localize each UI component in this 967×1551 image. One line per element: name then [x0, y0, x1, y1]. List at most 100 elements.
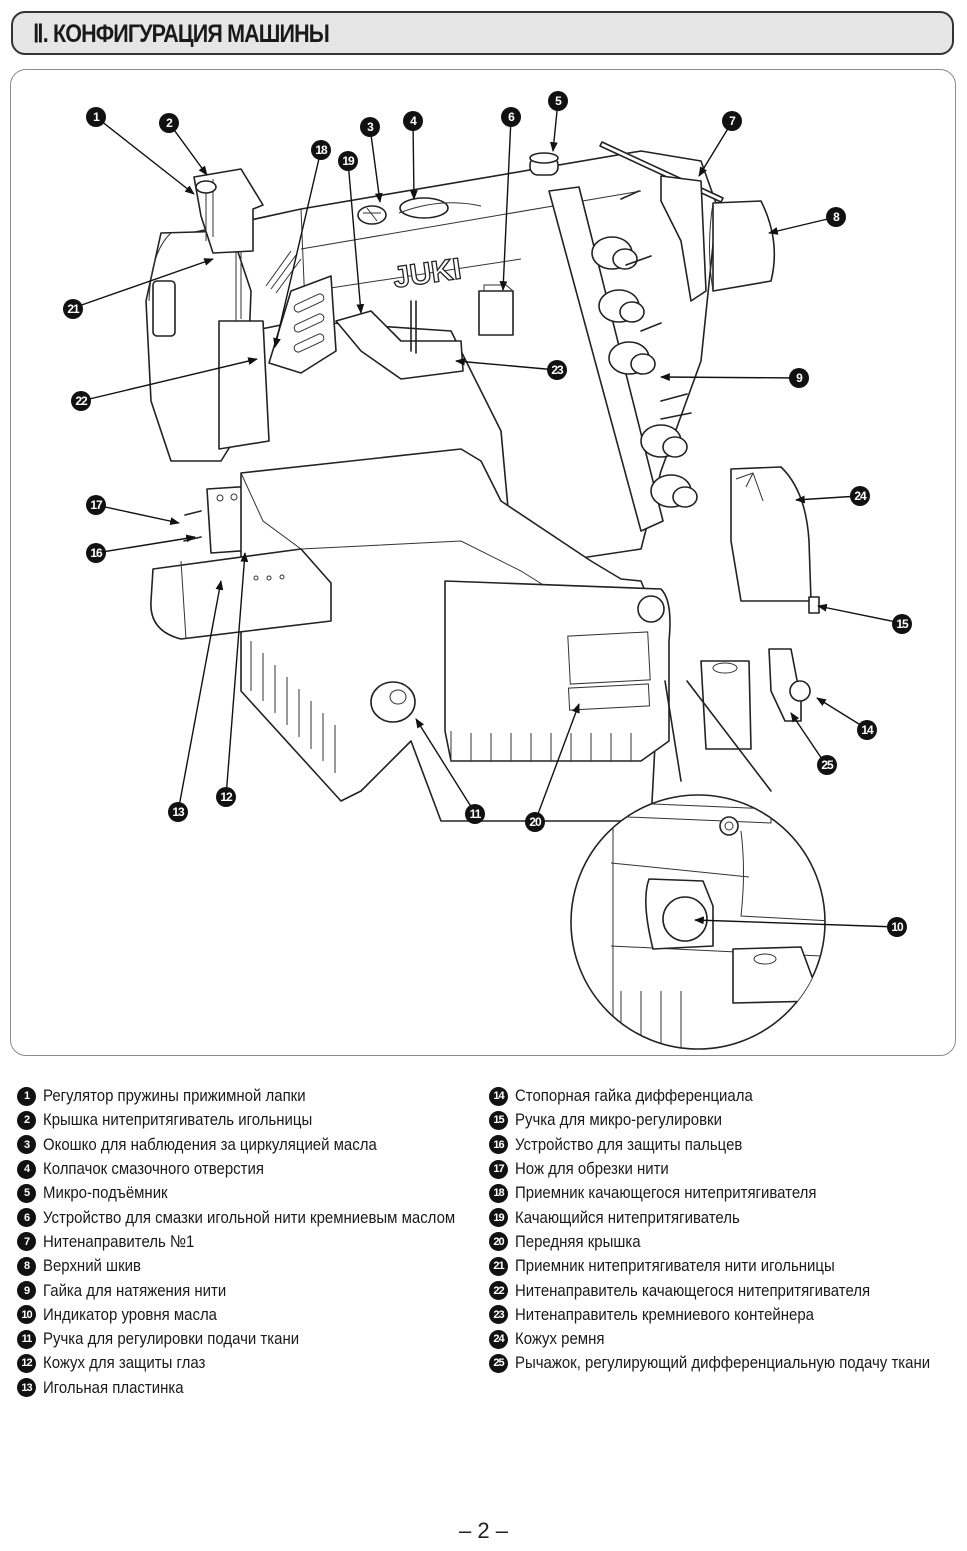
number-badge: 18: [489, 1183, 508, 1203]
callout-23: 23: [547, 360, 567, 380]
callout-10: 10: [887, 917, 907, 937]
callout-11: 11: [465, 804, 485, 824]
svg-text:8: 8: [833, 210, 840, 224]
number-badge: 3: [17, 1135, 36, 1155]
callout-13: 13: [168, 802, 188, 822]
svg-text:6: 6: [508, 110, 515, 124]
legend-text: Окошко для наблюдения за циркуляцией мас…: [43, 1134, 377, 1154]
number-badge: 4: [17, 1159, 36, 1179]
svg-text:3: 3: [367, 120, 374, 134]
legend-item: 3 Окошко для наблюдения за циркуляцией ма…: [17, 1133, 511, 1157]
legend-text: Ручка для регулировки подачи ткани: [43, 1329, 300, 1349]
legend-text: Гайка для натяжения нити: [43, 1280, 227, 1300]
legend-text: Стопорная гайка дифференциала: [515, 1086, 753, 1106]
number-badge: 23: [489, 1305, 508, 1325]
svg-text:22: 22: [75, 394, 88, 408]
number-badge: 22: [489, 1281, 508, 1301]
number-badge: 25: [489, 1353, 508, 1373]
svg-text:20: 20: [529, 815, 542, 829]
belt-cover: [730, 466, 812, 602]
number-badge: 17: [489, 1159, 508, 1179]
number-badge: 10: [17, 1305, 36, 1325]
svg-text:23: 23: [551, 363, 564, 377]
number-badge: 15: [489, 1110, 508, 1130]
brand-logo: JUKI: [391, 252, 463, 294]
callout-1: 1: [86, 107, 106, 127]
number-badge: 2: [17, 1110, 36, 1130]
number-badge: 8: [17, 1256, 36, 1276]
callout-17: 17: [86, 495, 106, 515]
number-badge: 11: [17, 1329, 36, 1349]
number-badge: 5: [17, 1183, 36, 1203]
svg-text:17: 17: [90, 498, 103, 512]
legend-text: Микро-подъёмник: [43, 1183, 168, 1203]
legend-text: Устройство для смазки игольной нити крем…: [43, 1207, 456, 1227]
number-badge: 14: [489, 1086, 508, 1106]
svg-text:25: 25: [821, 758, 834, 772]
legend-item: 22 Нитенаправитель качающегося нитепритяг…: [489, 1278, 967, 1302]
callout-12: 12: [216, 787, 236, 807]
svg-text:10: 10: [891, 920, 904, 934]
number-badge: 19: [489, 1208, 508, 1228]
callout-8: 8: [826, 207, 846, 227]
svg-text:16: 16: [90, 546, 103, 560]
section-header: Ⅱ. КОНФИГУРАЦИЯ МАШИНЫ: [11, 11, 954, 55]
legend-text: Игольная пластинка: [43, 1377, 184, 1397]
machine-diagram: JUKI: [63, 91, 912, 1050]
number-badge: 7: [17, 1232, 36, 1252]
legend-text: Нитенаправитель качающегося нитепритягив…: [515, 1280, 871, 1300]
callout-15: 15: [892, 614, 912, 634]
legend-text: Нож для обрезки нити: [515, 1159, 669, 1179]
svg-text:15: 15: [896, 617, 909, 631]
svg-text:18: 18: [315, 143, 328, 157]
svg-text:4: 4: [410, 114, 417, 128]
front-cover: [444, 580, 671, 762]
svg-text:2: 2: [166, 116, 173, 130]
svg-text:21: 21: [67, 302, 80, 316]
legend-item: 5 Микро-подъёмник: [17, 1181, 511, 1205]
oil-level-gauge: [662, 896, 708, 942]
number-badge: 1: [17, 1086, 36, 1106]
legend-text: Приемник качающегося нитепритягивателя: [515, 1183, 817, 1203]
cylinder-bed: [150, 548, 332, 640]
callouts: 1 2 3 4 5 6 7 8 9 10 11 12 13 14 15 16 1…: [63, 91, 912, 937]
number-badge: 13: [17, 1378, 36, 1398]
number-badge: 21: [489, 1256, 508, 1276]
svg-text:13: 13: [172, 805, 185, 819]
svg-text:11: 11: [470, 807, 482, 821]
tension-assembly: [548, 186, 698, 532]
looper-take-up: [268, 275, 337, 374]
callout-21: 21: [63, 299, 83, 319]
callout-9: 9: [789, 368, 809, 388]
number-badge: 12: [17, 1353, 36, 1373]
number-badge: 16: [489, 1135, 508, 1155]
legend-text: Нитенаправитель №1: [43, 1231, 195, 1251]
legend-text: Кожух ремня: [515, 1329, 605, 1349]
callout-6: 6: [501, 107, 521, 127]
svg-text:9: 9: [796, 371, 803, 385]
silicone-container: [478, 290, 514, 336]
legend-item: 13 Игольная пластинка: [17, 1376, 511, 1400]
head-label-plate: [152, 280, 176, 337]
callout-20: 20: [525, 812, 545, 832]
oil-cap: [399, 197, 449, 219]
page-number: – 2 –: [459, 1518, 508, 1543]
legend-item: 17 Нож для обрезки нити: [489, 1157, 967, 1181]
legend-text: Устройство для защиты пальцев: [515, 1134, 743, 1154]
number-badge: 9: [17, 1281, 36, 1301]
differential-lever: [768, 648, 802, 722]
number-badge: 24: [489, 1329, 508, 1349]
legend-item: 7 Нитенаправитель №1: [17, 1230, 511, 1254]
callout-14: 14: [857, 720, 877, 740]
legend-text: Регулятор пружины прижимной лапки: [43, 1086, 306, 1106]
callout-3: 3: [360, 117, 380, 137]
